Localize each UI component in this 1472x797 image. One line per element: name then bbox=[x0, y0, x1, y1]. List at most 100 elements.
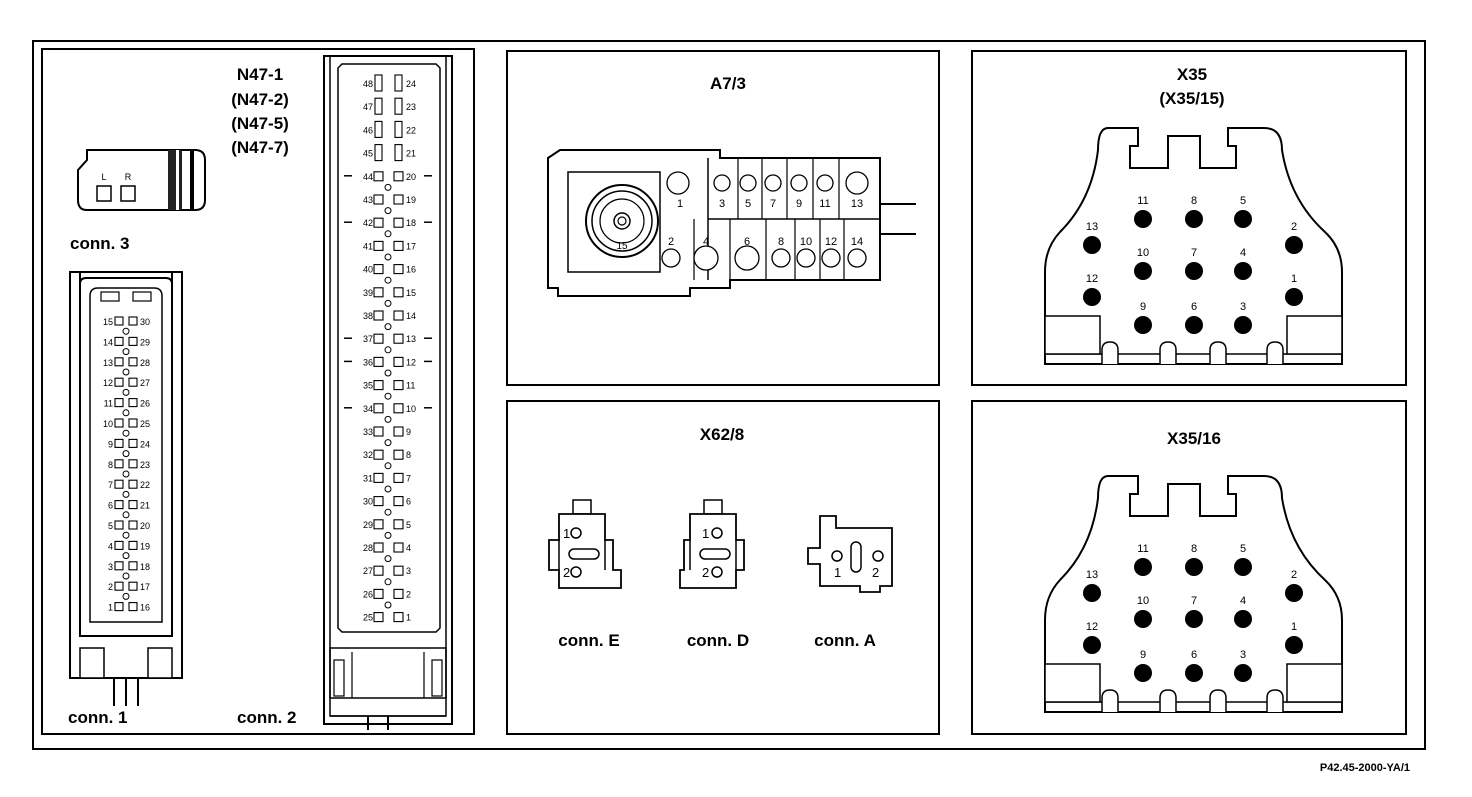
conn1-pin-label-right: 29 bbox=[140, 337, 150, 347]
x3516-pin bbox=[1185, 558, 1203, 576]
conn2-pin-label-left: 25 bbox=[363, 613, 373, 623]
conn2-latch bbox=[384, 392, 392, 400]
conn1-pin-label-right: 28 bbox=[140, 358, 150, 368]
conn1-pin-label-right: 24 bbox=[140, 439, 150, 449]
conn2-latch bbox=[384, 531, 392, 539]
conn2-pin-label-left: 45 bbox=[363, 149, 373, 159]
conn1-pin-label-right: 23 bbox=[140, 460, 150, 470]
x35-notch bbox=[1209, 341, 1227, 364]
x3516-pin-label: 13 bbox=[1086, 569, 1098, 581]
conn2-pin-left bbox=[373, 403, 384, 414]
conn1-latch bbox=[122, 592, 130, 600]
conn1-pin-label-left: 2 bbox=[108, 582, 113, 592]
conn2-pin-left bbox=[373, 194, 384, 205]
a73-pin-bottom bbox=[693, 245, 719, 271]
conn1-pin-label-right: 18 bbox=[140, 562, 150, 572]
conn1-pin-label-left: 11 bbox=[104, 399, 113, 409]
a73-pin-top bbox=[845, 171, 869, 195]
conn3-label: conn. 3 bbox=[70, 234, 130, 253]
conn2-pin-right bbox=[393, 264, 404, 275]
left-panel: N47-1 (N47-2) (N47-5) (N47-7) L R conn. … bbox=[41, 48, 475, 735]
conn2-pin-label-left: 37 bbox=[363, 334, 373, 344]
conn2-pin-label-left: 41 bbox=[363, 241, 373, 251]
a73-title: A7/3 bbox=[710, 74, 746, 93]
conn2-pin-left bbox=[373, 240, 384, 251]
conn1-pin-label-right: 30 bbox=[140, 317, 150, 327]
conn1-pin-label-right: 20 bbox=[140, 521, 150, 531]
conn2-pin-right bbox=[394, 97, 403, 115]
x35-pin-label: 2 bbox=[1291, 221, 1297, 233]
a73-pin-bottom bbox=[771, 248, 791, 268]
conn2-pin-label-right: 5 bbox=[406, 520, 411, 530]
a73-pin-top bbox=[764, 174, 782, 192]
conn1-pin-label-right: 25 bbox=[140, 419, 150, 429]
conn2-pin-label-left: 48 bbox=[363, 79, 373, 89]
x3516-pin bbox=[1083, 584, 1101, 602]
x628-panel: X62/8 1 2 conn. E 1 2 conn. D bbox=[506, 400, 940, 735]
n47-title-1: N47-1 bbox=[237, 65, 283, 84]
conn1-pin-label-left: 7 bbox=[108, 480, 113, 490]
conn2-pin-left bbox=[373, 287, 384, 298]
conn2-latch bbox=[384, 346, 392, 354]
conn2-pin-left bbox=[373, 171, 384, 182]
conn2-pin-right bbox=[393, 542, 404, 553]
x35-pin-label: 9 bbox=[1140, 301, 1146, 313]
conn2-pin-left bbox=[373, 217, 384, 228]
n47-title-2: (N47-2) bbox=[231, 90, 289, 109]
conn1-latch bbox=[122, 531, 130, 539]
conn1-pin-label-left: 8 bbox=[108, 460, 113, 470]
conn1-latch bbox=[122, 450, 130, 458]
conn1-pin-right bbox=[128, 520, 138, 530]
conn1-latch bbox=[122, 572, 130, 580]
conn2-pin-label-left: 36 bbox=[363, 357, 373, 367]
conn2-latch bbox=[384, 207, 392, 215]
a73-pin-top bbox=[816, 174, 834, 192]
conn1-pin-right bbox=[128, 479, 138, 489]
conn2-pin-right bbox=[393, 287, 404, 298]
a73-pin-label-top: 7 bbox=[770, 198, 776, 210]
conn2-pin-label-right: 22 bbox=[406, 125, 416, 135]
x35-notch bbox=[1101, 341, 1119, 364]
x3516-pin-label: 7 bbox=[1191, 595, 1197, 607]
conn2-pin-left bbox=[373, 542, 384, 553]
conn1-pin-label-right: 17 bbox=[140, 582, 150, 592]
x3516-foot-right bbox=[1286, 663, 1343, 703]
conn2-pin-right bbox=[394, 120, 403, 138]
x628-conn-d-label: conn. D bbox=[687, 631, 749, 650]
x3516-pin bbox=[1083, 636, 1101, 654]
conn2-pin-right bbox=[394, 144, 403, 162]
a73-pin-label-bottom: 12 bbox=[825, 236, 837, 248]
x3516-notch bbox=[1159, 689, 1177, 712]
conn2-latch bbox=[384, 415, 392, 423]
a73-pin-label-top: 1 bbox=[677, 198, 683, 210]
conn1-latch bbox=[122, 552, 130, 560]
conn1-pin-label-left: 15 bbox=[103, 317, 113, 327]
a73-pin-top bbox=[790, 174, 808, 192]
conn1-pin-label-right: 19 bbox=[140, 541, 150, 551]
conn2-pin-right bbox=[393, 426, 404, 437]
a73-pin-top bbox=[739, 174, 757, 192]
conn1-pin-label-right: 21 bbox=[140, 501, 150, 511]
x35-pin bbox=[1185, 210, 1203, 228]
conn2-pin-label-left: 28 bbox=[363, 543, 373, 553]
conn2-latch bbox=[384, 462, 392, 470]
conn1-pin-left bbox=[114, 602, 124, 612]
conn2-pin-left bbox=[373, 356, 384, 367]
conn2-pin-label-left: 43 bbox=[363, 195, 373, 205]
a73-pin-bottom bbox=[821, 248, 841, 268]
a73-pin-top bbox=[666, 171, 690, 195]
conn1-pin-right bbox=[128, 377, 138, 387]
conn1-pin-label-left: 5 bbox=[108, 521, 113, 531]
x3516-pin bbox=[1134, 558, 1152, 576]
conn1-latch bbox=[122, 368, 130, 376]
x35-pin-label: 3 bbox=[1240, 301, 1246, 313]
conn2-pin-label-right: 19 bbox=[406, 195, 416, 205]
conn2-pin-label-right: 9 bbox=[406, 427, 411, 437]
conn2-pin-label-right: 20 bbox=[406, 172, 416, 182]
x35-pin-label: 11 bbox=[1137, 195, 1148, 207]
x35-pin bbox=[1083, 236, 1101, 254]
